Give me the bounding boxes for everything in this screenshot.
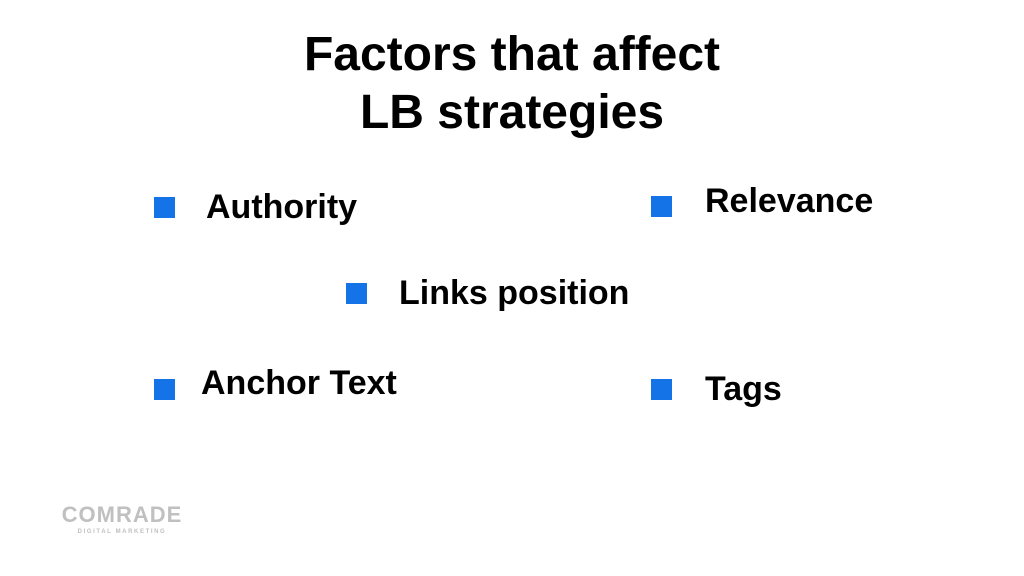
bullet-anchor-text: Anchor Text [154,364,397,403]
title-line-1: Factors that affect [303,28,721,81]
logo-name: COMRADE [61,502,183,527]
bullet-label: Authority [206,188,358,226]
bullet-tags: Tags [651,370,782,409]
bullet-square-icon [154,197,175,218]
bullet-authority: Authority [154,188,357,227]
bullet-square-icon [651,379,672,400]
bullet-square-icon [651,196,672,217]
bullet-square-icon [346,283,367,304]
bullet-square-icon [154,379,175,400]
bullet-label: Tags [705,370,782,408]
slide-title: Factors that affect LB strategies [0,26,1024,142]
bullet-label: Links position [399,274,630,312]
bullet-relevance: Relevance [651,182,873,221]
title-line-2: LB strategies [359,86,665,139]
logo-tagline: DIGITAL MARKETING [77,529,167,535]
comrade-logo: COMRADE DIGITAL MARKETING [56,503,188,537]
bullet-label: Relevance [705,182,874,220]
bullet-links-position: Links position [346,274,629,313]
bullet-label: Anchor Text [201,364,397,402]
